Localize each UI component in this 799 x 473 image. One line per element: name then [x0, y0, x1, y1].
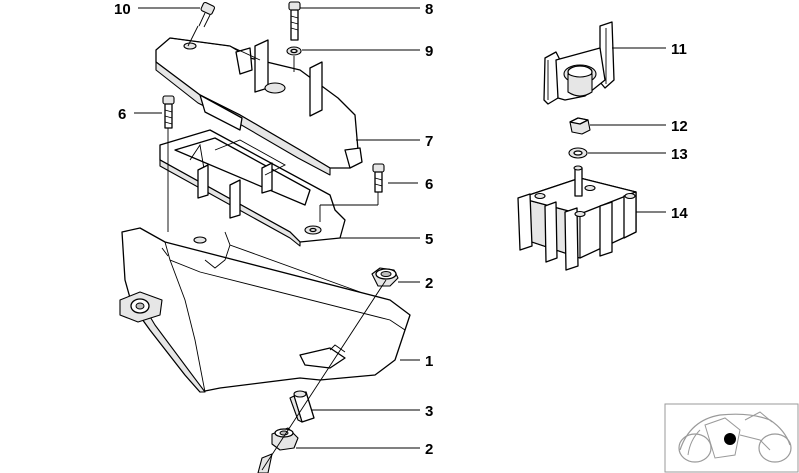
motorcycle-silhouette-icon	[678, 411, 792, 463]
callout-8: 8	[425, 1, 433, 18]
part-2-grommet-lower[interactable]	[271, 427, 299, 451]
callout-3: 3	[425, 403, 433, 420]
part-bolt-stub	[257, 453, 273, 473]
callout-7: 7	[425, 133, 433, 150]
part-1-housing[interactable]	[119, 227, 411, 393]
locator-thumbnail	[664, 403, 799, 473]
part-6-screw-right[interactable]	[372, 163, 385, 193]
leader-lines	[134, 7, 666, 449]
assembly-lines	[167, 25, 387, 471]
callout-12: 12	[671, 118, 688, 135]
part-11-bracket[interactable]	[543, 21, 615, 105]
callout-2-lower: 2	[425, 441, 433, 458]
callout-14: 14	[671, 205, 688, 222]
callout-10: 10	[114, 1, 131, 18]
callout-11: 11	[671, 41, 687, 58]
part-2-grommet-upper[interactable]	[371, 267, 399, 287]
part-3-sleeve[interactable]	[289, 390, 315, 423]
part-9-washer[interactable]	[286, 46, 302, 56]
callout-1: 1	[425, 353, 433, 370]
callout-13: 13	[671, 146, 688, 163]
callout-9: 9	[425, 43, 433, 60]
callout-6-left: 6	[118, 106, 126, 123]
part-8-screw[interactable]	[288, 1, 301, 41]
callout-2-upper: 2	[425, 275, 433, 292]
part-10-screw[interactable]	[198, 1, 216, 28]
part-14-mount-block[interactable]	[517, 165, 637, 271]
callout-5: 5	[425, 231, 433, 248]
part-12-nut[interactable]	[569, 117, 591, 135]
part-5-tray[interactable]	[159, 129, 346, 247]
part-6-screw-left[interactable]	[162, 95, 175, 129]
location-marker-dot	[724, 433, 736, 445]
callout-labels: 10 8 9 6 7 6 5 2 1 3 2 11 12 13 14	[114, 1, 688, 458]
part-7-upper-cover[interactable]	[155, 37, 363, 176]
part-13-washer[interactable]	[568, 147, 588, 159]
callout-6-right: 6	[425, 176, 433, 193]
